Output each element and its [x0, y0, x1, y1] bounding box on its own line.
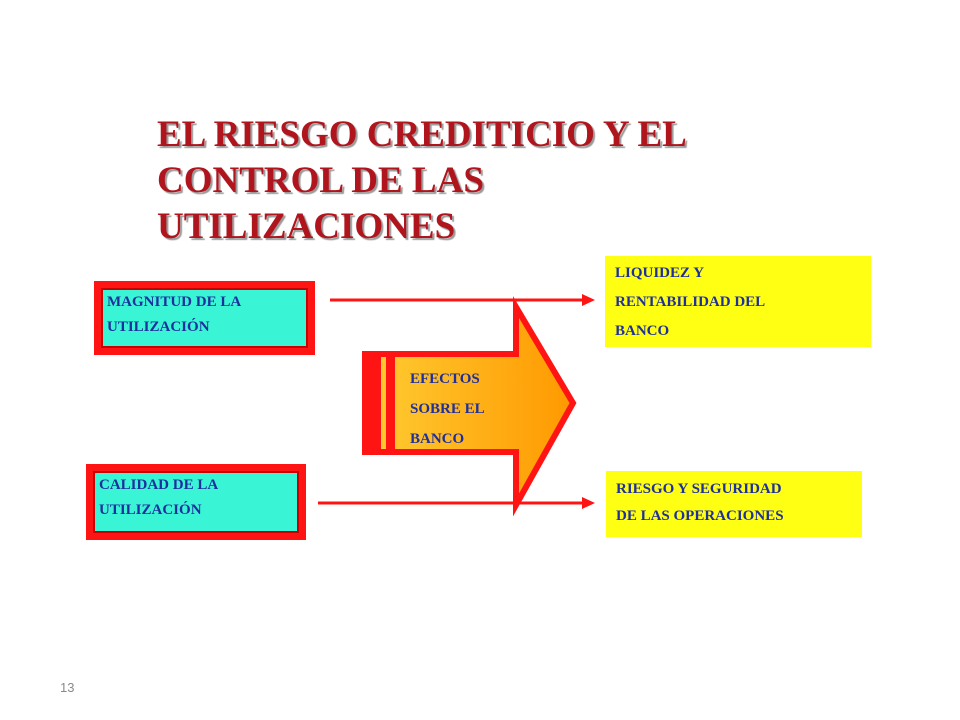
connector-arrow-top: [330, 294, 595, 306]
center-arrow-line-3: BANCO: [410, 431, 465, 447]
center-arrow-line-1: EFECTOS: [410, 371, 480, 387]
title-line-3: UTILIZACIONES: [157, 206, 456, 247]
quality-box: CALIDAD DE LA UTILIZACIÓN: [86, 464, 306, 540]
center-arrow-label: EFECTOS SOBRE EL BANCO: [410, 364, 485, 454]
magnitude-box: MAGNITUD DE LA UTILIZACIÓN: [94, 281, 315, 355]
liquidity-box: LIQUIDEZ Y RENTABILIDAD DEL BANCO: [605, 256, 871, 347]
liquidity-box-line-2: RENTABILIDAD DEL: [615, 294, 766, 310]
connector-arrow-bottom: [318, 497, 595, 509]
page-number: 13: [60, 680, 75, 695]
liquidity-box-line-1: LIQUIDEZ Y: [615, 265, 705, 281]
risk-box: RIESGO Y SEGURIDAD DE LAS OPERACIONES: [606, 471, 862, 537]
center-arrow-line-2: SOBRE EL: [410, 401, 485, 417]
center-block-arrow: [362, 296, 577, 517]
risk-box-line-1: RIESGO Y SEGURIDAD: [616, 481, 782, 497]
risk-box-line-2: DE LAS OPERACIONES: [616, 508, 784, 524]
magnitude-box-line-1: MAGNITUD DE LA: [107, 294, 242, 310]
quality-box-line-2: UTILIZACIÓN: [99, 502, 202, 518]
magnitude-box-line-2: UTILIZACIÓN: [107, 319, 210, 335]
liquidity-box-line-3: BANCO: [615, 323, 670, 339]
quality-box-line-1: CALIDAD DE LA: [99, 477, 219, 493]
slide-title: EL RIESGO CREDITICIO Y EL CONTROL DE LAS…: [157, 112, 797, 250]
title-line-2: CONTROL DE LAS: [157, 160, 484, 201]
title-line-1: EL RIESGO CREDITICIO Y EL: [157, 114, 687, 155]
